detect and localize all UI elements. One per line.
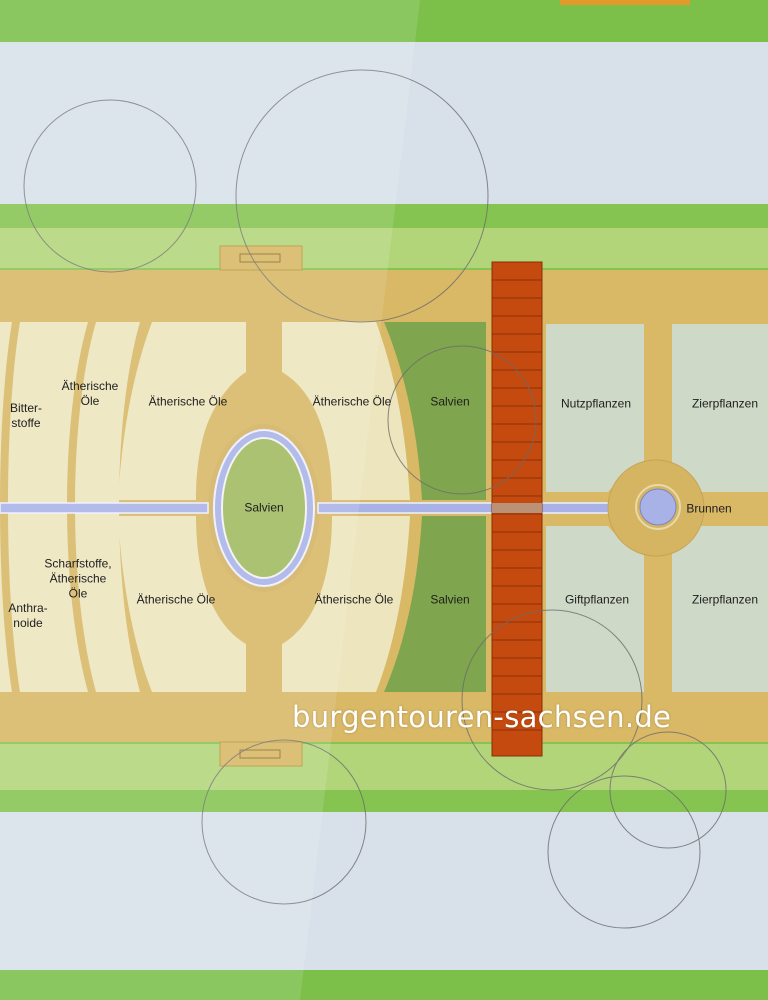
water-channel-left [0,502,209,514]
label-salvien-bottom: Salvien [430,592,470,607]
label-aetherische-oele-3: Ätherische Öle [136,592,216,607]
label-giftpflanzen: Giftpflanzen [564,592,630,607]
label-aetherische-oele-2: Ätherische Öle [312,394,392,409]
bench-top [219,245,303,271]
bed-zierpflanzen-bottom [672,526,768,692]
bridge-water-crossing [492,503,542,513]
bed-far-left [0,322,12,692]
oval-bed-salvien [221,437,307,579]
bed-giftpflanzen [546,526,644,692]
label-aetherische-oele-4: Ätherische Öle [314,592,394,607]
photo-glare [0,0,420,1000]
label-nutzpflanzen: Nutzpflanzen [560,396,632,411]
water-channel-right [317,502,639,514]
bed-salvien-top [384,322,486,500]
bed-aetherische-oele-3 [118,516,246,692]
label-salvien-top: Salvien [430,394,470,409]
label-aetherische-oele-left-top: Ätherische Öle [61,379,119,408]
top-border-strip [560,0,690,5]
grass-strip-bottom [0,744,768,790]
tree-canopy-outlines [23,69,727,929]
bed-aetherische-oele-4 [282,516,410,692]
label-brunnen: Brunnen [686,501,732,516]
grass-strip-top [0,228,768,268]
label-zierpflanzen-bottom: Zierpflanzen [691,592,759,607]
label-aetherische-oele-1: Ätherische Öle [148,394,228,409]
bridge-plank-lines [492,279,542,731]
pavement-bottom [0,812,768,970]
bed-zierpflanzen-top [672,324,768,492]
bed-aetherische-oele-1-full [118,322,246,500]
label-anthranoide: Anthra- noide [8,601,48,630]
watermark-text: burgentouren-sachsen.de [292,700,672,734]
bed-salvien-bottom [384,516,486,692]
bench-bottom [219,741,303,767]
label-bitterstoffe: Bitter- stoffe [9,401,43,430]
fountain-water [639,488,677,526]
bed-nutzpflanzen [546,324,644,492]
bed-aetherische-oele-2 [282,322,410,500]
label-salvien-center: Salvien [244,500,284,515]
label-zierpflanzen-top: Zierpflanzen [691,396,759,411]
pavement-top [0,42,768,204]
label-scharfstoffe: Scharfstoffe, Ätherische Öle [44,556,112,601]
